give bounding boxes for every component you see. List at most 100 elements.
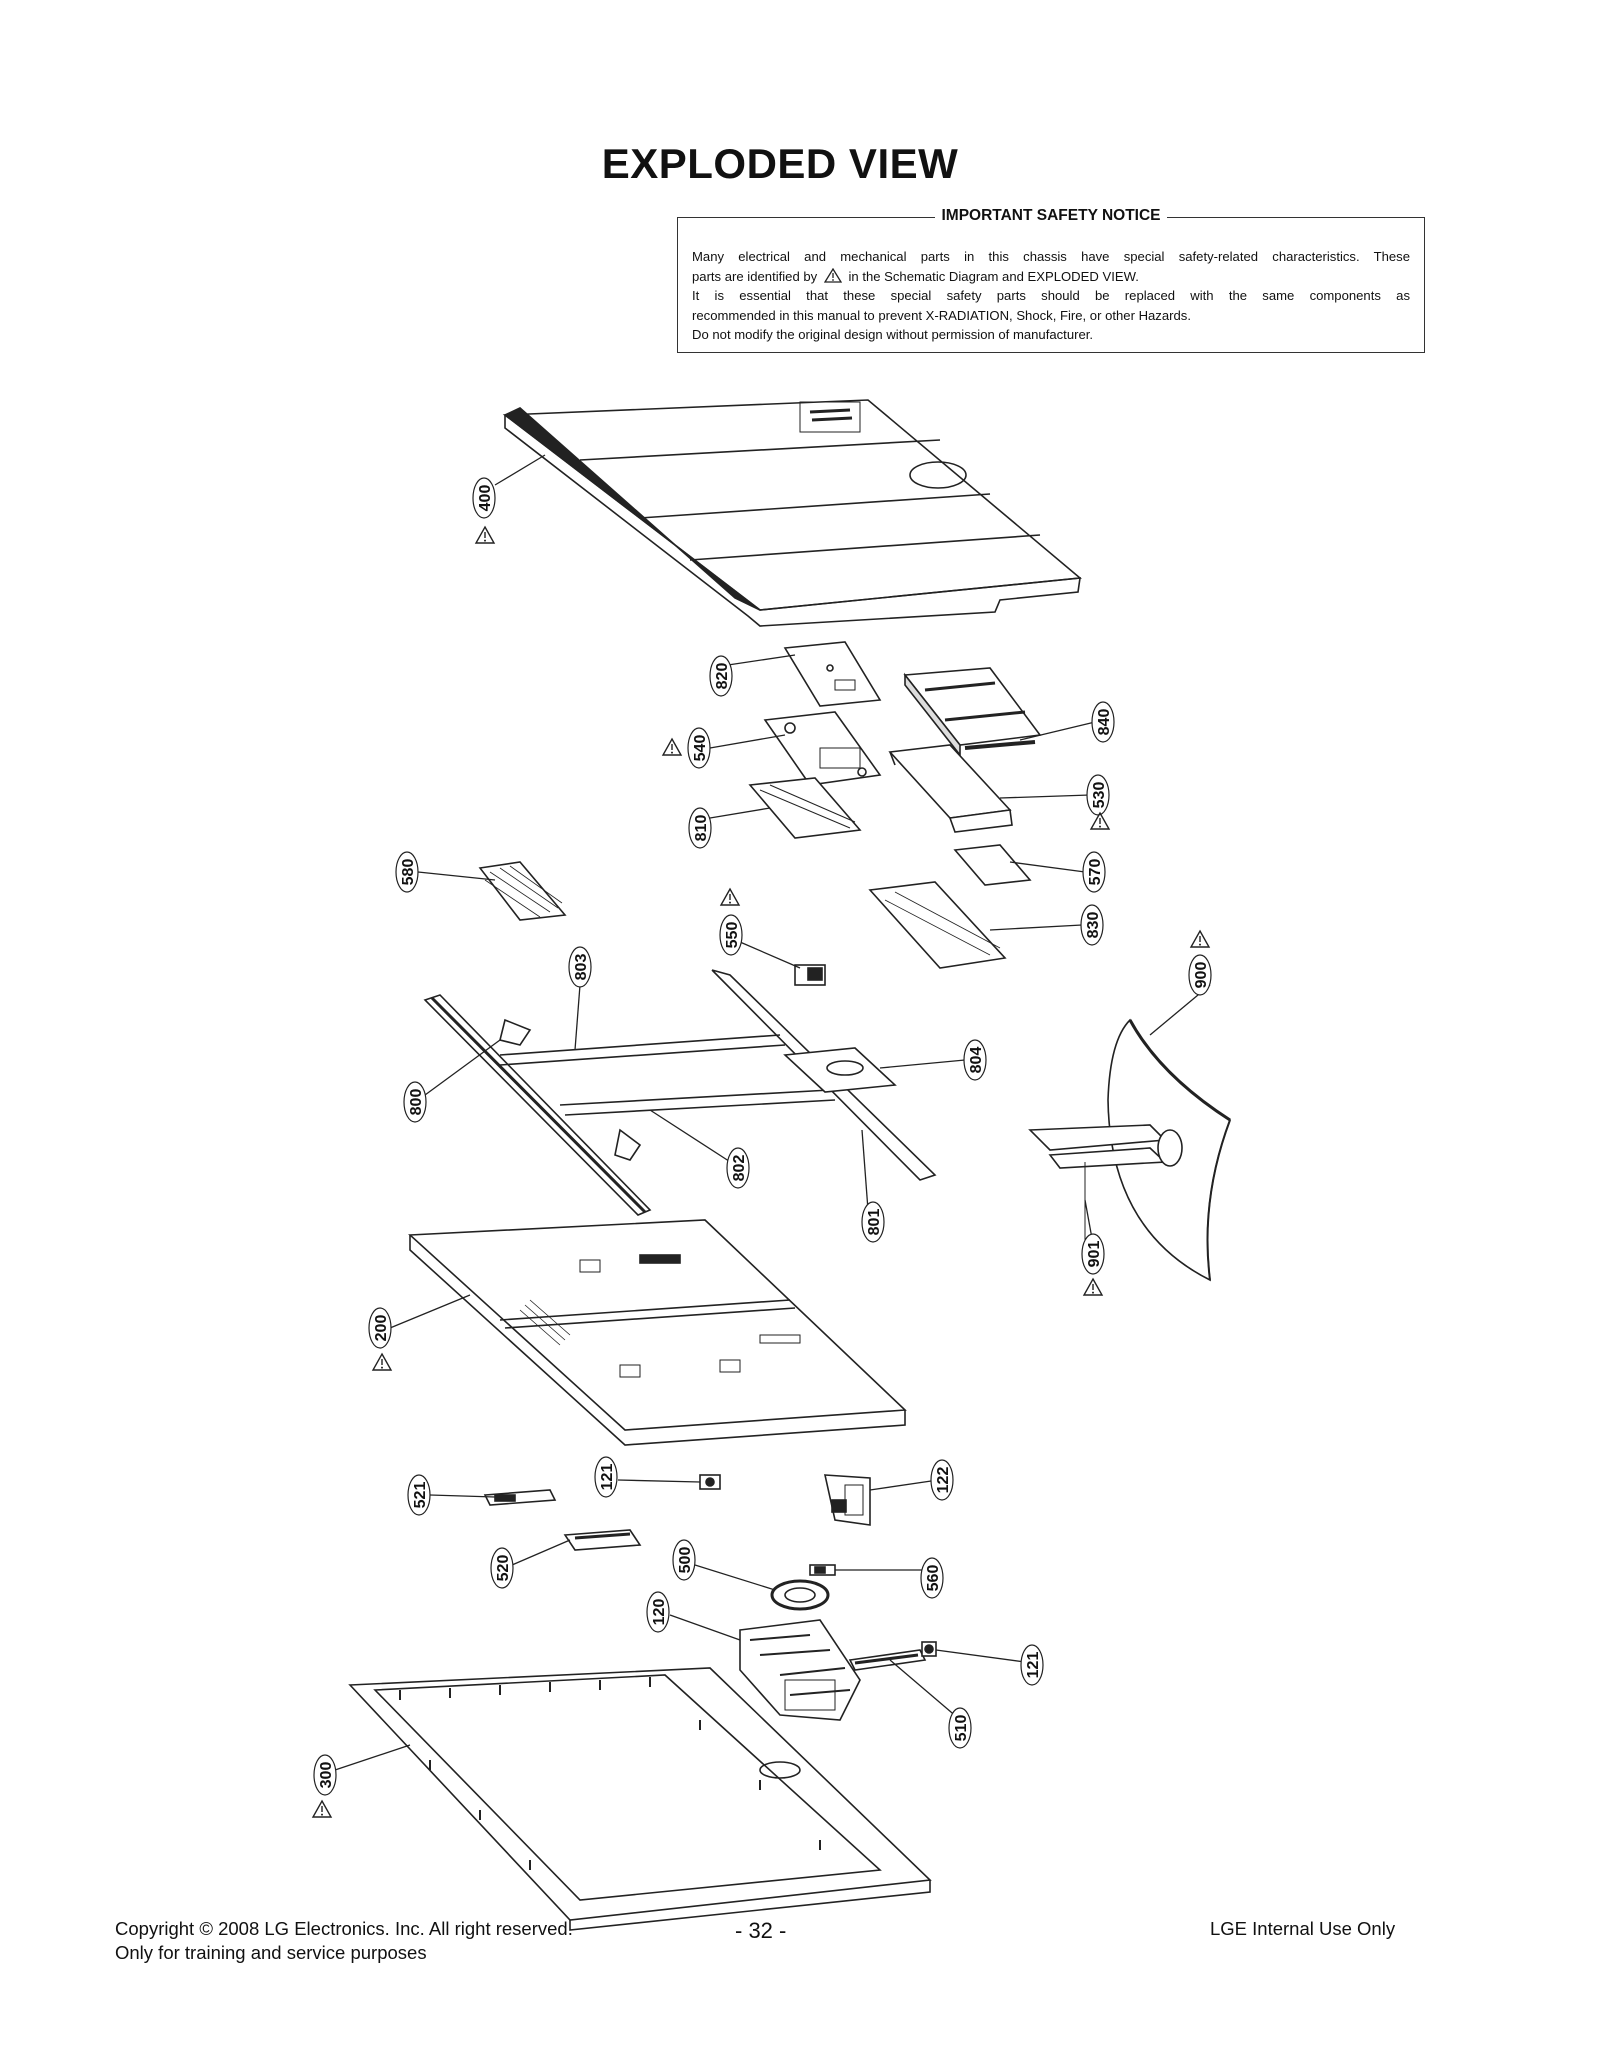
warning-triangle-icon <box>1190 930 1210 948</box>
svg-text:570: 570 <box>1087 859 1104 886</box>
svg-text:521: 521 <box>412 1482 429 1509</box>
svg-text:122: 122 <box>935 1467 952 1494</box>
callout-121-lower: 121 <box>1020 1644 1044 1686</box>
callout-400: 400 <box>472 477 496 519</box>
copyright-line-2: Only for training and service purposes <box>115 1942 427 1963</box>
part-510 <box>848 1649 927 1671</box>
warning-triangle-icon <box>823 267 843 283</box>
notice-line-3: It is essential that these special safet… <box>692 288 1410 303</box>
callout-840: 840 <box>1091 701 1115 743</box>
svg-text:540: 540 <box>692 735 709 762</box>
notice-line-5: Do not modify the original design withou… <box>692 327 1094 342</box>
internal-use-label: LGE Internal Use Only <box>1210 1918 1396 1939</box>
warning-triangle-icon <box>312 1800 332 1818</box>
callout-530: 530 <box>1086 774 1110 816</box>
callout-820: 820 <box>709 655 733 697</box>
callout-122: 122 <box>930 1459 954 1501</box>
callout-830: 830 <box>1080 904 1104 946</box>
svg-text:802: 802 <box>731 1155 748 1182</box>
page-title: EXPLODED VIEW <box>601 140 959 187</box>
part-sheet-570 <box>953 844 1032 886</box>
svg-text:520: 520 <box>495 1555 512 1582</box>
svg-text:801: 801 <box>866 1209 883 1236</box>
callout-804: 804 <box>963 1039 987 1081</box>
part-board-540 <box>763 711 882 786</box>
part-back-cover-400 <box>502 399 1082 627</box>
svg-text:900: 900 <box>1193 962 1210 989</box>
callout-500: 500 <box>672 1539 696 1581</box>
warning-triangle-icon <box>1083 1278 1103 1296</box>
part-shield-810 <box>748 777 862 839</box>
callout-540: 540 <box>687 727 711 769</box>
svg-text:530: 530 <box>1091 782 1108 809</box>
svg-text:121: 121 <box>1025 1652 1042 1679</box>
callout-901: 901 <box>1081 1233 1105 1275</box>
notice-line-4: recommended in this manual to prevent X-… <box>692 307 1191 323</box>
part-520 <box>563 1529 642 1551</box>
callout-560: 560 <box>920 1557 944 1599</box>
safety-notice-heading: IMPORTANT SAFETY NOTICE <box>935 207 1167 224</box>
part-box-530 <box>888 744 1013 833</box>
part-stand-neck-901 <box>1028 1124 1183 1240</box>
callout-810: 810 <box>688 807 712 849</box>
svg-text:804: 804 <box>968 1047 985 1074</box>
notice-line-2: parts are identified by in the Schematic… <box>692 267 1139 284</box>
callout-521: 521 <box>407 1474 431 1516</box>
warning-triangle-icon <box>372 1353 392 1371</box>
part-front-bezel-300 <box>348 1667 932 1931</box>
part-120-speaker-box <box>739 1619 861 1721</box>
part-chassis-200 <box>408 1219 907 1446</box>
svg-text:300: 300 <box>318 1762 335 1789</box>
svg-text:121: 121 <box>599 1464 616 1491</box>
callout-900: 900 <box>1188 954 1212 996</box>
page-number: - 32 - <box>735 1918 787 1943</box>
warning-triangle-icon <box>475 526 495 544</box>
copyright-line-1: Copyright © 2008 LG Electronics. Inc. Al… <box>115 1918 573 1939</box>
svg-text:820: 820 <box>714 663 731 690</box>
svg-text:400: 400 <box>477 485 494 512</box>
callout-570: 570 <box>1082 851 1106 893</box>
callout-520: 520 <box>490 1547 514 1589</box>
callout-120: 120 <box>646 1591 670 1633</box>
part-560 <box>809 1564 836 1576</box>
warning-triangle-icon <box>1090 812 1110 830</box>
svg-text:803: 803 <box>573 954 590 981</box>
part-121-upper <box>699 1474 721 1490</box>
warning-triangle-icon <box>662 738 682 756</box>
callout-510: 510 <box>948 1707 972 1749</box>
safety-notice-box: IMPORTANT SAFETY NOTICE Many electrical … <box>677 207 1425 353</box>
part-plate-580 <box>478 861 567 921</box>
callout-200: 200 <box>368 1307 392 1349</box>
svg-text:580: 580 <box>400 859 417 886</box>
svg-text:840: 840 <box>1096 709 1113 736</box>
svg-text:560: 560 <box>925 1565 942 1592</box>
callout-802: 802 <box>726 1147 750 1189</box>
part-121-lower <box>921 1641 937 1657</box>
callout-550: 550 <box>719 914 743 956</box>
part-board-820 <box>783 641 882 707</box>
callout-121-upper: 121 <box>594 1456 618 1498</box>
warning-triangle-icon <box>720 888 740 906</box>
part-frame-assembly <box>423 969 937 1216</box>
callout-803: 803 <box>568 946 592 988</box>
svg-text:901: 901 <box>1086 1241 1103 1268</box>
leader-lines <box>334 454 1211 1771</box>
part-521 <box>483 1489 557 1506</box>
part-module-840 <box>903 667 1042 758</box>
part-heatsink-830 <box>868 881 1007 969</box>
callout-800: 800 <box>403 1081 427 1123</box>
part-500-speaker <box>770 1579 830 1611</box>
notice-line-1: Many electrical and mechanical parts in … <box>692 249 1410 264</box>
safety-notice-body: Many electrical and mechanical parts in … <box>692 247 1410 345</box>
warning-marks <box>312 526 1210 1818</box>
part-122 <box>823 1474 871 1526</box>
svg-text:510: 510 <box>953 1715 970 1742</box>
svg-text:810: 810 <box>693 815 710 842</box>
svg-text:200: 200 <box>373 1315 390 1342</box>
svg-text:120: 120 <box>651 1599 668 1626</box>
svg-text:550: 550 <box>724 922 741 949</box>
callout-300: 300 <box>313 1754 337 1796</box>
svg-text:800: 800 <box>408 1089 425 1116</box>
svg-text:500: 500 <box>677 1547 694 1574</box>
